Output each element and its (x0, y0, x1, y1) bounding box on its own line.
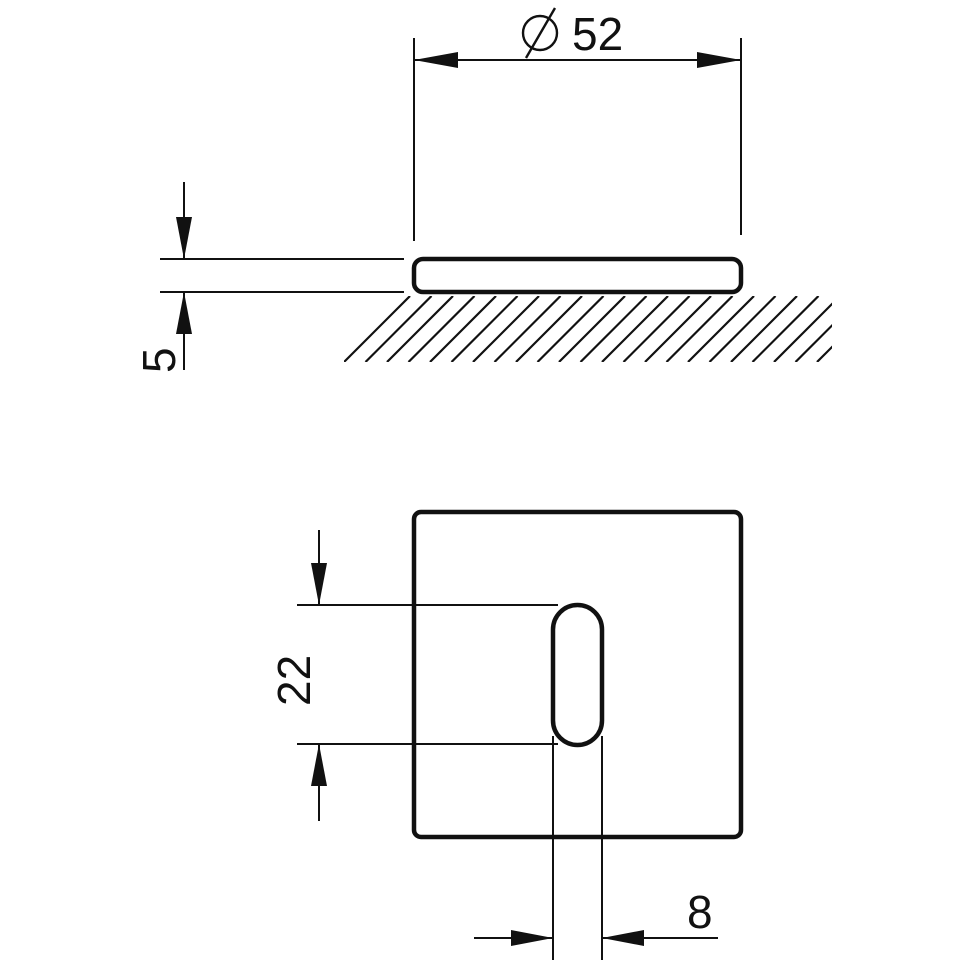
hatch-line (751, 296, 820, 362)
hatch-line (882, 296, 948, 362)
slot-height-value: 22 (268, 655, 320, 706)
hatch-line (407, 296, 476, 362)
front-view: 22 8 (268, 509, 744, 960)
hatch-line (536, 296, 605, 362)
hatch-line (622, 296, 691, 362)
arrow-head-right (511, 930, 553, 946)
slot-width-dimension: 8 (474, 736, 718, 960)
arrow-head-down (176, 217, 192, 259)
hatch-line (429, 296, 497, 362)
hatch-line (839, 296, 905, 362)
hatch-line (794, 323, 832, 362)
hatch-line (364, 296, 433, 362)
hatch-line (558, 296, 626, 362)
thickness-value: 5 (133, 347, 185, 373)
arrow-head-up (311, 744, 327, 786)
diameter-dimension: 52 (413, 7, 742, 241)
hatch-line (730, 296, 798, 362)
arrow-head-up (176, 292, 192, 334)
hatch-line (687, 296, 755, 362)
arrow-head-down (311, 563, 327, 605)
hatch-line (644, 296, 712, 362)
hatch-line (344, 296, 411, 362)
diameter-value: 52 (572, 8, 623, 60)
hatch-line (386, 296, 454, 362)
arrow-head-right (697, 52, 741, 68)
surface-hatching (344, 296, 948, 362)
key-slot (550, 602, 605, 748)
thickness-dimension: 5 (133, 182, 404, 373)
hatch-line (472, 296, 540, 362)
hatch-line (579, 296, 648, 362)
hatch-line (773, 302, 832, 362)
hatch-line (665, 296, 734, 362)
hatch-line (515, 296, 583, 362)
hatch-line (493, 296, 562, 362)
hatch-line (816, 345, 832, 362)
arrow-head-left (414, 52, 458, 68)
hatch-line (450, 296, 519, 362)
hatch-line (601, 296, 669, 362)
arrow-head-left (602, 930, 644, 946)
slot-height-dimension: 22 (268, 530, 558, 821)
rosette-side-profile (411, 256, 744, 295)
diameter-symbol-icon (521, 7, 559, 59)
side-view: 52 5 (133, 7, 948, 373)
hatch-line (860, 296, 926, 362)
hatch-line (708, 296, 777, 362)
slot-width-value: 8 (687, 886, 713, 938)
